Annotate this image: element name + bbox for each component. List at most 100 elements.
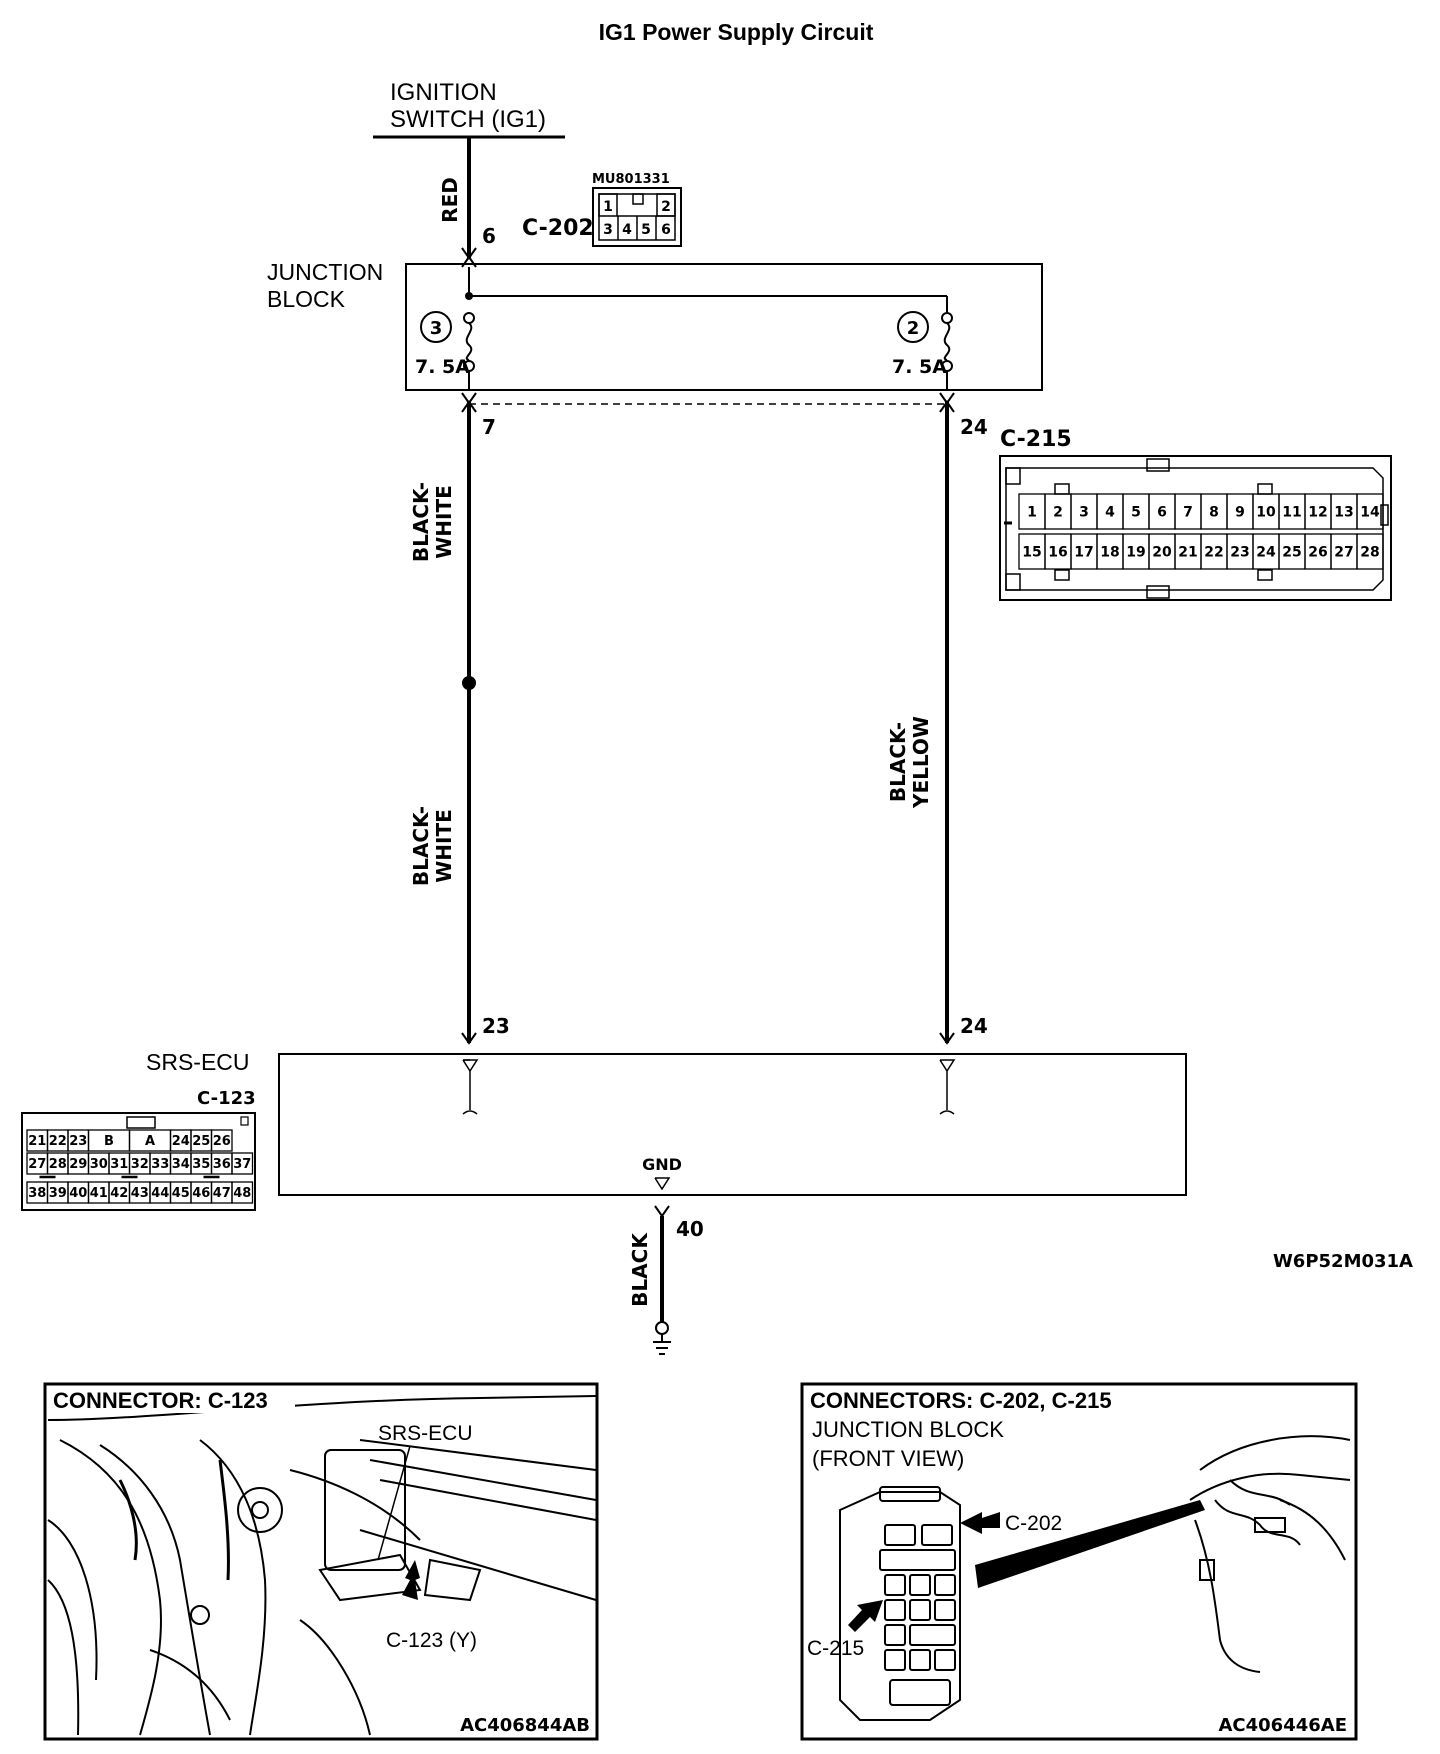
- left-wire-color-line2: WHITE: [432, 485, 456, 559]
- fuse-left-rating: 7. 5A: [415, 356, 470, 378]
- c123-pin: 31: [110, 1157, 128, 1172]
- ignition-switch-line2: SWITCH (IG1): [390, 106, 546, 133]
- panel-left-code: AC406844AB: [460, 1715, 590, 1736]
- c215-pin: 24: [1256, 545, 1276, 561]
- right-wire-color-line2: YELLOW: [909, 716, 933, 809]
- c215-pin: 20: [1152, 545, 1172, 561]
- panel-right-code: AC406446AE: [1218, 1715, 1347, 1736]
- left-wire-pin-ecu: 23: [482, 1014, 510, 1038]
- c123-pin: 44: [151, 1186, 169, 1201]
- black-yellow-wire: 24 BLACK- YELLOW 24: [886, 392, 988, 1045]
- c215-pin: 25: [1282, 545, 1301, 561]
- c215-pin: 8: [1209, 505, 1219, 521]
- c123-pin: 47: [213, 1186, 231, 1201]
- c215-pin: 28: [1360, 545, 1379, 561]
- connector-c123-location-panel: CONNECTOR: C-123 SRS-ECU C-123 (Y) AC406…: [43, 1382, 599, 1741]
- junction-block-location-panel: CONNECTORS: C-202, C-215 JUNCTION BLOCK …: [800, 1382, 1358, 1741]
- vehicle-interior-illustration: [47, 1395, 597, 1736]
- panel-right-subtitle1: JUNCTION BLOCK: [812, 1417, 1004, 1442]
- c215-pin: 26: [1308, 545, 1327, 561]
- c123-pin: 21: [28, 1134, 46, 1149]
- panel-right-c215-callout: C-215: [807, 1637, 864, 1660]
- c123-pin: 36: [213, 1157, 231, 1172]
- c123-pin: 24: [172, 1134, 190, 1149]
- junction-block-line1: JUNCTION: [267, 259, 383, 285]
- gnd-label: GND: [642, 1155, 682, 1174]
- c123-pin: 45: [172, 1186, 190, 1201]
- location-pointer-icon: [975, 1500, 1205, 1588]
- srs-ecu: SRS-ECU GND: [146, 1049, 1187, 1196]
- c215-pin: 17: [1074, 545, 1093, 561]
- c215-pin: 15: [1022, 545, 1041, 561]
- c215-pin: 12: [1308, 505, 1327, 521]
- ground-wire: 40 BLACK: [628, 1205, 704, 1355]
- c215-pin: 22: [1204, 545, 1223, 561]
- c215-pointer-arrow-icon: [848, 1600, 883, 1632]
- ignition-switch-line1: IGNITION: [390, 79, 497, 106]
- c123-pin: 40: [69, 1186, 87, 1201]
- c123-pin: 41: [90, 1186, 108, 1201]
- c123-pin: 25: [192, 1134, 210, 1149]
- left-wire-color-line1: BLACK-: [409, 806, 433, 886]
- left-wire-pin-out: 7: [482, 415, 496, 439]
- c202-pin: 3: [603, 222, 613, 238]
- right-wire-pin-out: 24: [960, 415, 988, 439]
- panel-right-title: CONNECTORS: C-202, C-215: [810, 1388, 1112, 1413]
- red-wire-pin: 6: [482, 224, 496, 248]
- ground-wire-color: BLACK: [628, 1232, 652, 1307]
- c202-pin: 1: [603, 199, 613, 215]
- c215-pin: 9: [1235, 505, 1245, 521]
- ignition-switch: IGNITION SWITCH (IG1): [373, 79, 565, 139]
- c202-pointer-arrow-icon: [960, 1512, 1000, 1534]
- c215-pin: 2: [1053, 505, 1063, 521]
- c123-pin: 48: [233, 1186, 251, 1201]
- c202-label: C-202: [522, 216, 594, 241]
- c123-pin: 38: [28, 1186, 46, 1201]
- junction-block: JUNCTION BLOCK 3 7. 5A 2 7. 5A: [267, 259, 1043, 391]
- c123-pin: 34: [172, 1157, 190, 1172]
- right-wire-pin-ecu: 24: [960, 1014, 988, 1038]
- c123-pin: 43: [131, 1186, 149, 1201]
- c215-pin: 19: [1126, 545, 1145, 561]
- c123-pin: 37: [233, 1157, 251, 1172]
- srs-ecu-label: SRS-ECU: [146, 1049, 250, 1075]
- fuse-left-number: 3: [430, 318, 443, 339]
- c123-pin: 35: [192, 1157, 210, 1172]
- c202-pin: 4: [622, 222, 632, 238]
- c123-pin: 32: [131, 1157, 149, 1172]
- c123-pin: 29: [69, 1157, 87, 1172]
- c215-pin: 27: [1334, 545, 1353, 561]
- red-wire: RED 6: [438, 137, 496, 268]
- c123-pin: 23: [69, 1134, 87, 1149]
- c202-pin: 6: [661, 222, 671, 238]
- c123-pin: 46: [192, 1186, 210, 1201]
- left-wire-color-line2: WHITE: [432, 809, 456, 883]
- c215-pin: 21: [1178, 545, 1197, 561]
- connector-c202: MU801331 C-202 1 2 3 4 5 6: [522, 172, 682, 247]
- c215-label: C-215: [1000, 427, 1072, 452]
- panel-right-subtitle2: (FRONT VIEW): [812, 1446, 964, 1471]
- c123-pin: 39: [49, 1186, 67, 1201]
- c123-pin: 22: [49, 1134, 67, 1149]
- panel-left-title: CONNECTOR: C-123: [53, 1388, 268, 1413]
- c202-part-no: MU801331: [592, 172, 670, 187]
- c215-pin: 13: [1334, 505, 1353, 521]
- c215-pin: 7: [1183, 505, 1193, 521]
- c123-pin: B: [104, 1134, 114, 1149]
- right-wire-color-line1: BLACK-: [886, 722, 910, 802]
- panel-left-conn-callout: C-123 (Y): [386, 1629, 477, 1652]
- c215-pin: 1: [1027, 505, 1037, 521]
- c215-pin: 5: [1131, 505, 1141, 521]
- diagram-title: IG1 Power Supply Circuit: [599, 19, 874, 45]
- c215-pin: 23: [1230, 545, 1249, 561]
- c123-pin: 26: [213, 1134, 231, 1149]
- fuse-right-rating: 7. 5A: [892, 356, 947, 378]
- c215-pin: 10: [1256, 505, 1276, 521]
- c123-pointer-arrow-icon: [402, 1560, 420, 1600]
- c215-pin: 3: [1079, 505, 1089, 521]
- c123-label: C-123: [197, 1088, 256, 1109]
- red-wire-color: RED: [438, 177, 462, 223]
- c123-pin: 28: [49, 1157, 67, 1172]
- junction-block-line2: BLOCK: [267, 286, 346, 312]
